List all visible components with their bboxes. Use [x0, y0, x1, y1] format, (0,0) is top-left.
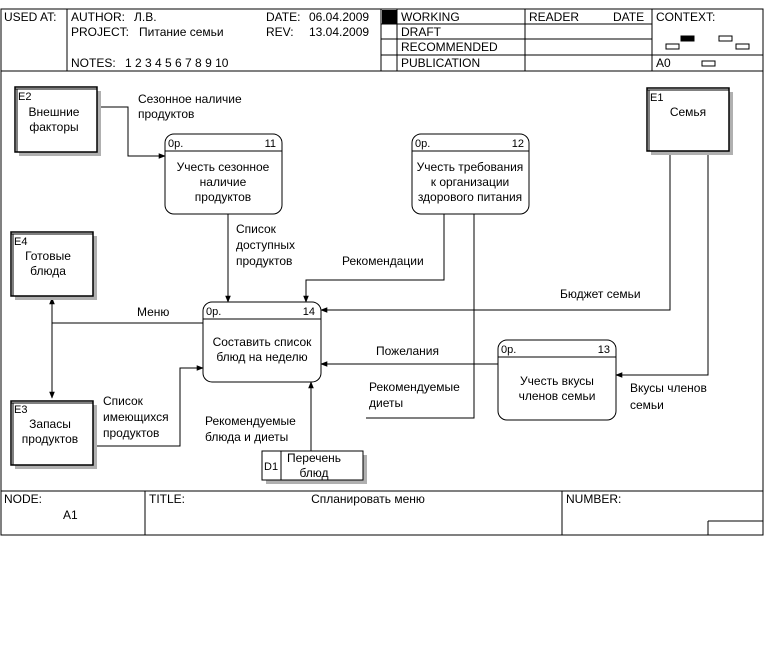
- p11-label-3: продуктов: [195, 190, 251, 204]
- flow-wishes: Пожелания: [376, 344, 439, 358]
- status-publication: PUBLICATION: [401, 56, 480, 70]
- number-label: NUMBER:: [566, 492, 621, 506]
- flow-rec-diets-1: Рекомендуемые: [369, 380, 460, 394]
- flow-seasonal-2: продуктов: [138, 107, 194, 121]
- flow-tastes-1: Вкусы членов: [630, 381, 707, 395]
- flow-menu: Меню: [137, 305, 169, 319]
- p14-label-2: блюд на неделю: [216, 350, 307, 364]
- flow-arrows: [49, 106, 709, 451]
- e1-label-1: Семья: [670, 105, 706, 119]
- e3-label-1: Запасы: [29, 417, 71, 431]
- d1-label-1: Перечень: [287, 451, 341, 465]
- flow-rec-diets-2: диеты: [369, 396, 403, 410]
- title-label: TITLE:: [149, 492, 185, 506]
- p12-cost: 0р.: [415, 138, 430, 150]
- context-map: [665, 35, 750, 67]
- p13-cost: 0р.: [501, 344, 516, 356]
- context-node: A0: [656, 56, 671, 70]
- p12-label-1: Учесть требования: [417, 160, 524, 174]
- project-value: Питание семьи: [139, 25, 224, 39]
- e1-id: E1: [650, 92, 663, 104]
- date-value: 06.04.2009: [309, 10, 369, 24]
- status-working: WORKING: [401, 10, 460, 24]
- diagram-title: Спланировать меню: [311, 492, 425, 506]
- p13-label-1: Учесть вкусы: [520, 374, 594, 388]
- flow-tastes-2: семьи: [630, 398, 664, 412]
- node-label: NODE:: [4, 492, 42, 506]
- flow-labels: Сезонное наличие продуктов Список доступ…: [103, 92, 707, 444]
- d1-label-2: блюд: [299, 466, 328, 480]
- flow-available-2: доступных: [236, 238, 295, 252]
- author-value: Л.В.: [134, 10, 157, 24]
- p12-number: 12: [512, 138, 524, 150]
- rev-label: REV:: [266, 25, 294, 39]
- rev-value: 13.04.2009: [309, 25, 369, 39]
- process-11: 0р. 11 Учесть сезонное наличие продуктов: [164, 133, 283, 215]
- notes-value: 1 2 3 4 5 6 7 8 9 10: [125, 56, 229, 70]
- p14-label-1: Составить список: [213, 335, 313, 349]
- e4-label-2: блюда: [30, 264, 66, 278]
- node-value: A1: [63, 508, 78, 522]
- flow-available-1: Список: [236, 222, 277, 236]
- process-13: 0р. 13 Учесть вкусы членов семьи: [497, 339, 617, 421]
- flow-available-3: продуктов: [236, 254, 292, 268]
- p11-number: 11: [265, 138, 276, 150]
- footer-frame: [0, 490, 764, 536]
- p11-label-2: наличие: [200, 175, 247, 189]
- status-draft: DRAFT: [401, 25, 442, 39]
- flow-have-list-1: Список: [103, 394, 144, 408]
- e3-label-2: продуктов: [22, 432, 78, 446]
- flow-seasonal-1: Сезонное наличие: [138, 92, 242, 106]
- flow-rec-dishes-2: блюда и диеты: [205, 430, 288, 444]
- p14-number: 14: [303, 306, 315, 318]
- notes-label: NOTES:: [71, 56, 116, 70]
- flow-budget: Бюджет семьи: [560, 287, 641, 301]
- e2-label-1: Внешние: [29, 105, 80, 119]
- p14-cost: 0р.: [206, 306, 221, 318]
- used-at-label: USED AT:: [4, 10, 56, 24]
- flow-recommendations: Рекомендации: [342, 254, 424, 268]
- external-e3: E3 Запасы продуктов: [10, 400, 97, 469]
- e2-label-2: факторы: [29, 120, 78, 134]
- e4-label-1: Готовые: [25, 249, 71, 263]
- date-label: DATE:: [266, 10, 300, 24]
- reader-date-label: DATE: [613, 10, 644, 24]
- flow-have-list-2: имеющихся: [103, 410, 169, 424]
- p13-label-2: членов семьи: [519, 389, 596, 403]
- process-12: 0р. 12 Учесть требования к организации з…: [411, 133, 530, 215]
- process-14: 0р. 14 Составить список блюд на неделю: [202, 301, 322, 383]
- external-e4: E4 Готовые блюда: [10, 231, 97, 300]
- working-status-marker: [382, 10, 397, 24]
- data-store-d1: D1 Перечень блюд: [261, 450, 367, 484]
- p12-label-3: здорового питания: [418, 190, 522, 204]
- flow-have-list-3: продуктов: [103, 426, 159, 440]
- p11-cost: 0р.: [168, 138, 183, 150]
- p12-label-2: к организации: [431, 175, 510, 189]
- e2-id: E2: [18, 91, 31, 103]
- reader-label: READER: [529, 10, 579, 24]
- e3-id: E3: [14, 404, 27, 416]
- external-e2: E2 Внешние факторы: [14, 86, 101, 156]
- context-label: CONTEXT:: [656, 10, 715, 24]
- author-label: AUTHOR:: [71, 10, 125, 24]
- e4-id: E4: [14, 236, 27, 248]
- flow-rec-dishes-1: Рекомендуемые: [205, 414, 296, 428]
- status-recommended: RECOMMENDED: [401, 40, 498, 54]
- p13-number: 13: [598, 344, 610, 356]
- d1-id: D1: [264, 461, 278, 473]
- external-e1: E1 Семья: [646, 87, 733, 155]
- project-label: PROJECT:: [71, 25, 129, 39]
- p11-label-1: Учесть сезонное: [177, 160, 270, 174]
